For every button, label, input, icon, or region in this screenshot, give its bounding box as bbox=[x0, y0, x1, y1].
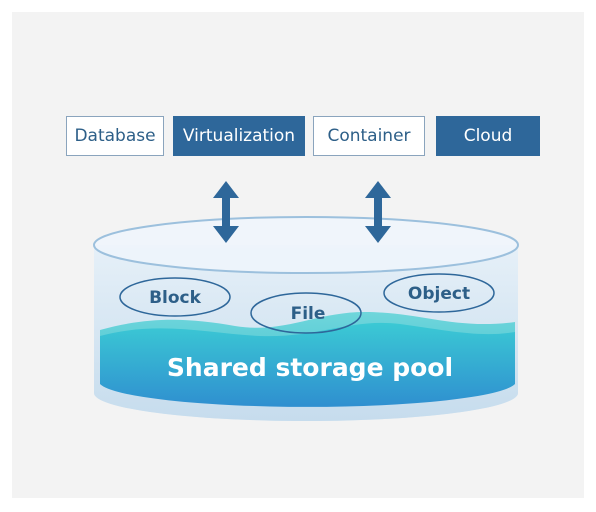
file-oval: File bbox=[250, 292, 362, 334]
object-oval: Object bbox=[383, 273, 495, 313]
workload-database-box: Database bbox=[66, 116, 164, 156]
file-label: File bbox=[291, 304, 326, 324]
block-label: Block bbox=[149, 288, 202, 308]
water-front-wave bbox=[100, 322, 515, 407]
workload-cloud-box: Cloud bbox=[436, 116, 540, 156]
shared-storage-pool-label: Shared storage pool bbox=[167, 353, 453, 382]
block-oval: Block bbox=[119, 277, 231, 317]
virtualization-arrow-icon bbox=[213, 181, 239, 243]
container-arrow-icon bbox=[365, 181, 391, 243]
cylinder-top-rim bbox=[93, 216, 519, 274]
object-label: Object bbox=[408, 284, 470, 304]
workload-virtualization-box: Virtualization bbox=[173, 116, 305, 156]
workload-container-box: Container bbox=[313, 116, 425, 156]
